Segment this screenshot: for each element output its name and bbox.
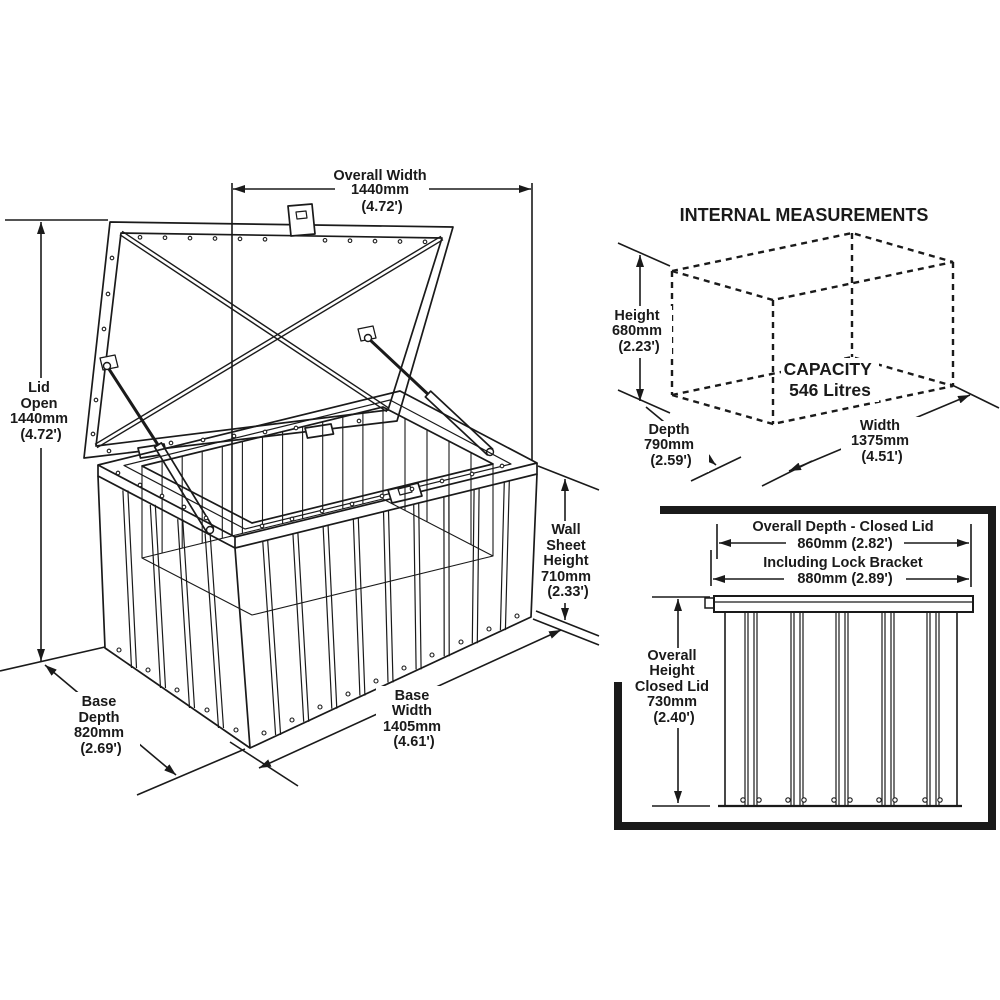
wall-sheet-height-label: Wall Sheet Height 710mm (2.33') <box>541 522 595 600</box>
closed-lid-panel <box>614 506 996 830</box>
gas-strut-right <box>357 325 495 457</box>
hinge-plate <box>304 423 335 439</box>
lid-open-label: Lid Open 1440mm (4.72') <box>10 380 72 443</box>
closed-unit-side-view <box>704 595 974 808</box>
box-interior <box>141 407 494 616</box>
lock-bracket-profile <box>704 597 715 609</box>
internal-measurements-title: INTERNAL MEASUREMENTS <box>680 205 929 225</box>
dimension-lines <box>0 183 1000 807</box>
overall-width-label: Overall Width 1440mm (4.72') <box>333 168 430 215</box>
base-depth-label: Base Depth 820mm (2.69') <box>74 694 128 757</box>
labels: Overall Width 1440mm (4.72') Lid Open 14… <box>10 168 937 757</box>
label-backgrounds <box>6 181 923 762</box>
capacity-label: CAPACITY 546 Litres <box>784 359 877 400</box>
including-lock-bracket-label: Including Lock Bracket 880mm (2.89') <box>763 555 927 587</box>
overall-height-closed-lid-label: Overall Height Closed Lid 730mm (2.40') <box>635 648 713 726</box>
base-width-label: Base Width 1405mm (4.61') <box>383 688 445 750</box>
lid-hasp-tab <box>287 203 316 237</box>
open-lid <box>83 203 454 459</box>
open-box-isometric-drawing <box>83 203 538 749</box>
internal-height-label: Height 680mm (2.23') <box>612 308 666 355</box>
overall-depth-closed-lid-label: Overall Depth - Closed Lid 860mm (2.82') <box>752 519 937 552</box>
internal-depth-label: Depth 790mm (2.59') <box>644 422 698 469</box>
internal-width-label: Width 1375mm (4.51') <box>851 418 913 465</box>
